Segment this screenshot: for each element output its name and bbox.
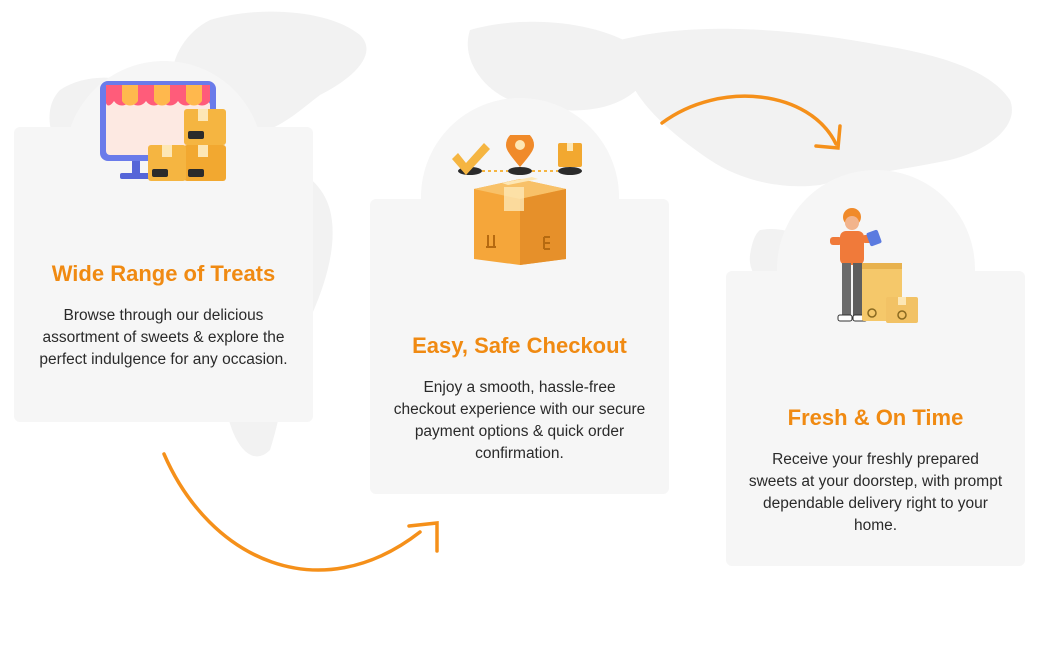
step-card-checkout: Easy, Safe Checkout Enjoy a smooth, hass… bbox=[370, 98, 669, 494]
step-description: Enjoy a smooth, hassle-free checkout exp… bbox=[393, 379, 646, 462]
step-title: Fresh & On Time bbox=[787, 405, 964, 430]
step-title: Easy, Safe Checkout bbox=[412, 333, 627, 358]
storefront-boxes-icon bbox=[99, 81, 226, 181]
package-tracking-icon bbox=[451, 135, 582, 265]
step-description: Receive your freshly prepared sweets at … bbox=[748, 451, 1003, 534]
step-card-delivery: Fresh & On Time Receive your freshly pre… bbox=[726, 170, 1025, 566]
step-title: Wide Range of Treats bbox=[51, 261, 276, 286]
delivery-person-icon bbox=[829, 208, 918, 323]
step-description: Browse through our delicious assortment … bbox=[39, 307, 288, 368]
step-card-treats: Wide Range of Treats Browse through our … bbox=[14, 61, 313, 422]
